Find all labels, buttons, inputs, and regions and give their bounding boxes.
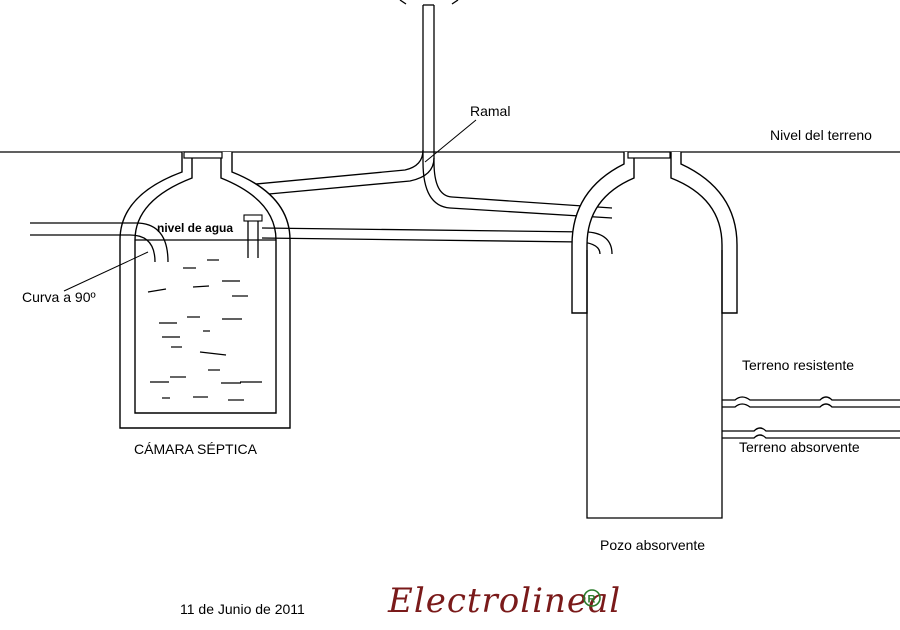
branch-pipe-to-well (422, 161, 613, 219)
outlet-tee (243, 214, 263, 258)
vent-pipe (399, 0, 459, 162)
absorbent-soil-label: Terreno absorvente (739, 439, 860, 455)
chamber-label: CÁMARA SÉPTICA (134, 441, 258, 457)
ground-level-label: Nivel del terreno (770, 127, 872, 143)
well-label: Pozo absorvente (600, 537, 705, 553)
soil-layer-lines (722, 396, 900, 439)
sludge-marks (147, 259, 262, 401)
registered-mark: R (583, 589, 601, 607)
septic-chamber (119, 151, 291, 429)
curva-leader (63, 251, 149, 292)
brand-logo: Electrolineal (387, 581, 621, 621)
water-level-label: nivel de agua (157, 221, 233, 235)
registered-letter: R (588, 594, 596, 606)
ramal-label: Ramal (470, 103, 510, 119)
branch-pipe-to-chamber (234, 149, 435, 198)
ramal-leader (424, 119, 477, 163)
absorbent-well (571, 151, 738, 519)
outlet-pipe-to-well (261, 227, 613, 255)
resistant-soil-label: Terreno resistente (742, 357, 854, 373)
curve-label: Curva a 90º (22, 289, 96, 305)
date-label: 11 de Junio de 2011 (180, 601, 305, 617)
